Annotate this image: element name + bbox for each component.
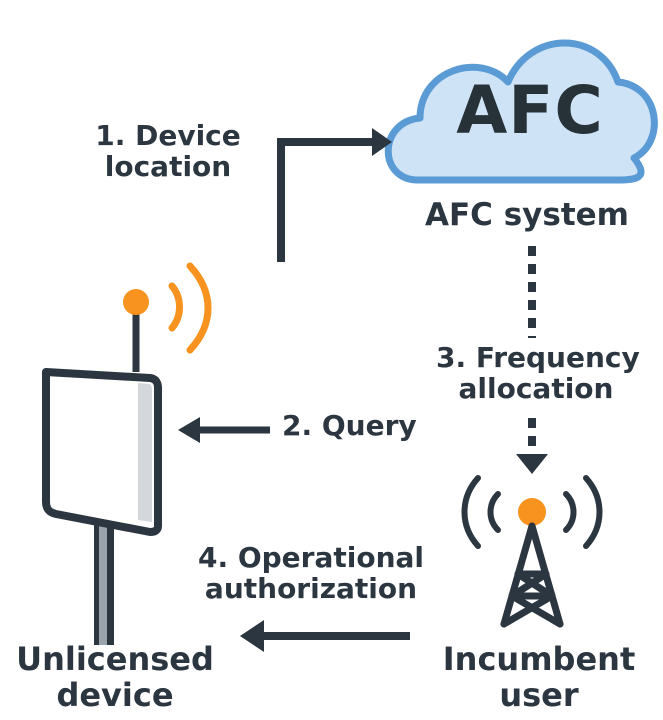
step3-line2: allocation	[458, 372, 614, 406]
incumbent-user-label: Incumbent user	[428, 640, 650, 714]
arrow-device-location	[277, 128, 392, 262]
cloud-icon	[384, 39, 658, 184]
tower-icon	[461, 475, 603, 628]
step2-line1: 2. Query	[282, 409, 417, 442]
step-device-location-label: 1. Device location	[88, 120, 248, 183]
incumbent-line2: user	[499, 675, 579, 714]
arrow-frequency-allocation	[516, 246, 548, 474]
unlicensed-device-label: Unlicensed device	[2, 640, 228, 714]
arrow-operational-authorization	[240, 620, 410, 652]
step-frequency-allocation-label: 3. Frequency allocation	[436, 341, 640, 406]
unlicensed-line2: device	[56, 675, 174, 714]
afc-logo-text: AFC	[456, 72, 604, 149]
step1-line2: location	[104, 150, 232, 184]
step3-line1: 3. Frequency	[436, 341, 640, 374]
step1-line1: 1. Device	[95, 119, 241, 152]
arrow-query	[178, 417, 270, 443]
step4-line1: 4. Operational	[197, 541, 425, 574]
step-query-label: 2. Query	[282, 409, 417, 442]
step4-line2: authorization	[204, 572, 418, 606]
access-point-icon	[42, 262, 212, 645]
afc-system-label: AFC system	[425, 197, 629, 233]
incumbent-line1: Incumbent	[442, 640, 636, 678]
step-operational-authorization-label: 4. Operational authorization	[196, 542, 426, 605]
unlicensed-line1: Unlicensed	[16, 640, 214, 678]
